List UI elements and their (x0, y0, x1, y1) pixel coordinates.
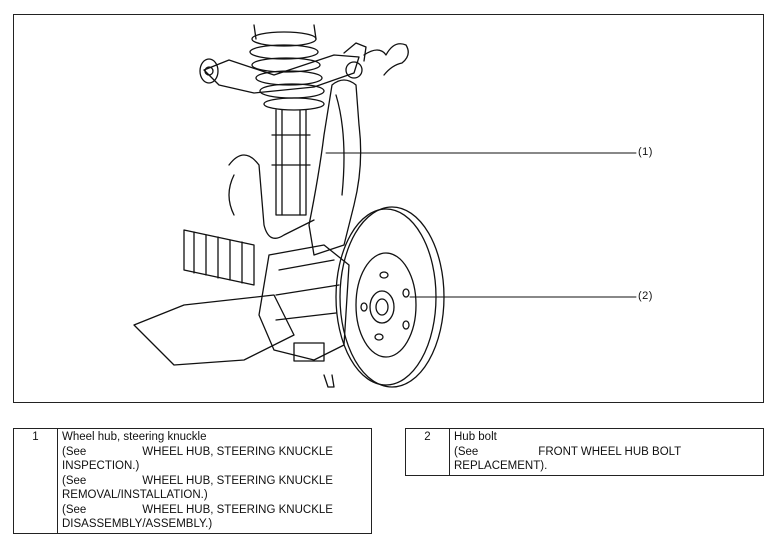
legend-number: 1 (13, 428, 58, 534)
legend-title: Hub bolt (454, 431, 497, 443)
legend-description: Hub bolt (See FRONT WHEEL HUB BOLT REPLAC… (449, 428, 764, 476)
callout-label-1: (1) (638, 146, 653, 158)
see-text: (See (62, 474, 87, 487)
shock-absorber (271, 109, 311, 216)
steering-knuckle (308, 79, 362, 256)
reference-continuation: REMOVAL/INSTALLATION.) (62, 489, 208, 501)
reference-continuation: DISASSEMBLY/ASSEMBLY.) (62, 518, 213, 530)
see-text: (See (62, 503, 87, 516)
see-text: (See (454, 445, 479, 458)
wheel-hub (369, 290, 395, 324)
reference-link[interactable]: (See WHEEL HUB, STEERING KNUCKLE (62, 474, 367, 489)
reference-link[interactable]: (See WHEEL HUB, STEERING KNUCKLE (62, 445, 367, 460)
legend-number: 2 (405, 428, 450, 476)
coil-spring (249, 24, 325, 111)
hub-bolts (360, 271, 410, 341)
brake-caliper (258, 244, 350, 362)
lower-stud (323, 374, 335, 388)
legend-table-right: 2 Hub bolt (See FRONT WHEEL HUB BOLT REPL… (405, 428, 764, 476)
brake-hose (228, 154, 315, 239)
hose-bracket (228, 174, 235, 216)
legend-title: Wheel hub, steering knuckle (62, 431, 207, 443)
reference-continuation: REPLACEMENT). (454, 460, 548, 472)
upper-control-arm (199, 42, 409, 94)
callout-label-2: (2) (638, 290, 653, 302)
reference-title: WHEEL HUB, STEERING KNUCKLE (142, 503, 333, 516)
reference-link[interactable]: (See WHEEL HUB, STEERING KNUCKLE (62, 503, 367, 518)
reference-title: FRONT WHEEL HUB BOLT (538, 445, 682, 458)
reference-title: WHEEL HUB, STEERING KNUCKLE (142, 474, 333, 487)
reference-link[interactable]: (See FRONT WHEEL HUB BOLT (454, 445, 759, 460)
see-text: (See (62, 445, 87, 458)
exploded-view-figure: (1) (2) (13, 14, 764, 403)
drive-shaft-boot (133, 229, 295, 366)
reference-title: WHEEL HUB, STEERING KNUCKLE (142, 445, 333, 458)
suspension-assembly-drawing (133, 24, 637, 388)
reference-continuation: INSPECTION.) (62, 460, 140, 472)
legend-row: 2 Hub bolt (See FRONT WHEEL HUB BOLT REPL… (405, 428, 764, 476)
